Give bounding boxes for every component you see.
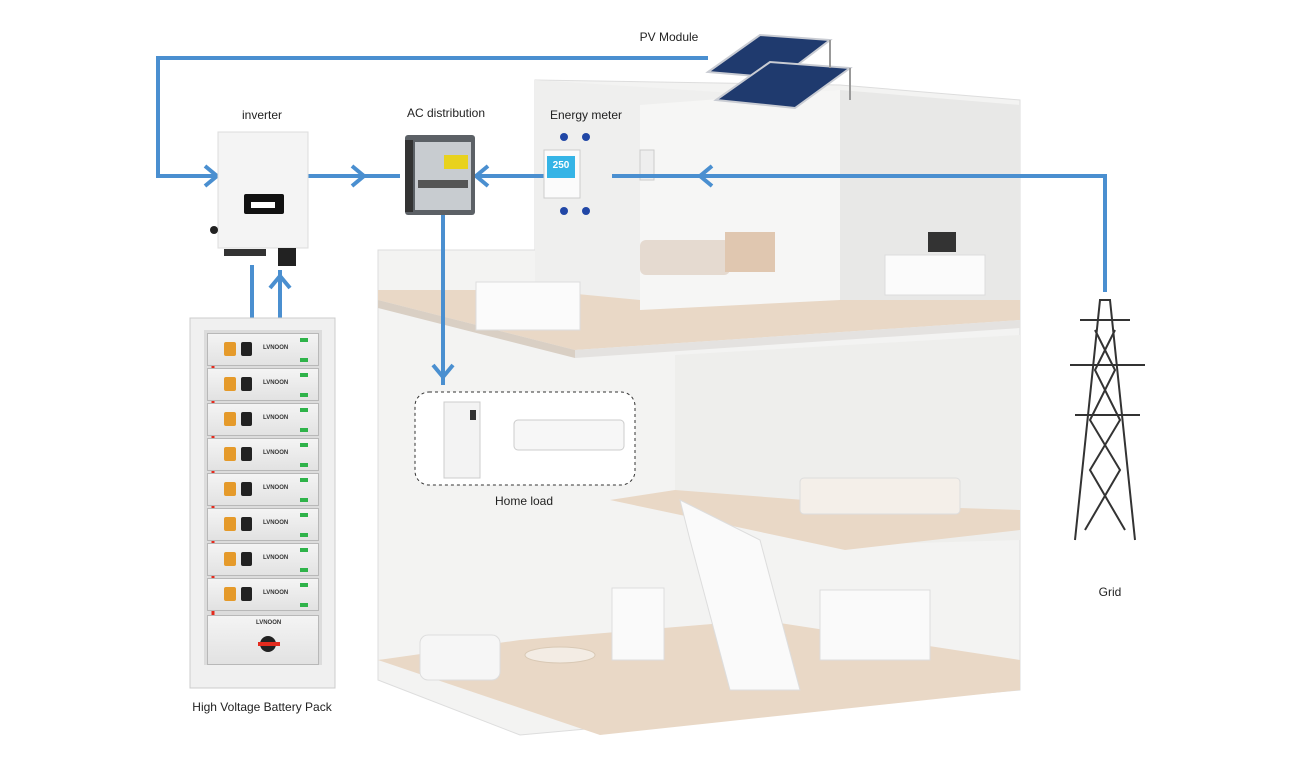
battery-module: LVNOON <box>207 333 319 366</box>
battery-module: LVNOON <box>207 473 319 506</box>
shelf <box>611 587 665 661</box>
arrow-right-icon <box>350 164 368 188</box>
tv-cabinet <box>884 254 986 296</box>
status-led <box>300 408 308 412</box>
middle-floor <box>610 490 1020 550</box>
air-conditioner <box>513 419 625 451</box>
arrow-left-icon <box>472 164 490 188</box>
module-brand: LVNOON <box>263 485 289 491</box>
status-led <box>300 478 308 482</box>
control-module-brand: LVNOON <box>256 620 282 626</box>
armchair <box>419 634 501 681</box>
battery-module: LVNOON <box>207 578 319 611</box>
status-led <box>300 548 308 552</box>
status-led <box>300 393 308 397</box>
bed <box>799 477 961 515</box>
pv-to-inverter-line <box>156 56 708 178</box>
power-flow-lines <box>156 56 1107 385</box>
home-load-label: Home load <box>494 494 554 508</box>
status-led <box>300 498 308 502</box>
positive-terminal <box>224 377 236 391</box>
module-brand: LVNOON <box>263 520 289 526</box>
meter-reading: 250 <box>552 160 570 171</box>
positive-terminal <box>224 587 236 601</box>
inverter-image <box>210 131 309 266</box>
grid-tower-image <box>1070 299 1145 541</box>
negative-terminal <box>241 587 252 601</box>
status-led <box>300 338 308 342</box>
module-brand: LVNOON <box>263 590 289 596</box>
desk <box>725 232 775 272</box>
side-cabinet <box>475 281 581 331</box>
module-brand: LVNOON <box>263 415 289 421</box>
status-led <box>300 463 308 467</box>
tv <box>928 232 956 252</box>
status-led <box>300 443 308 447</box>
battery-module: LVNOON <box>207 438 319 471</box>
negative-terminal <box>241 552 252 566</box>
pv-module-label: PV Module <box>639 30 699 44</box>
energy-meter-image <box>543 133 590 215</box>
module-brand: LVNOON <box>263 555 289 561</box>
arrow-up-icon <box>268 272 292 290</box>
module-brand: LVNOON <box>263 345 289 351</box>
status-led <box>300 513 308 517</box>
status-led <box>300 428 308 432</box>
positive-terminal <box>224 342 236 356</box>
energy-meter-label: Energy meter <box>549 108 623 122</box>
module-brand: LVNOON <box>263 450 289 456</box>
battery-module: LVNOON <box>207 368 319 401</box>
ac-distribution-image <box>405 135 475 215</box>
negative-terminal <box>241 412 252 426</box>
status-led <box>300 358 308 362</box>
negative-terminal <box>241 517 252 531</box>
arrow-down-icon <box>431 363 455 381</box>
coffee-table <box>524 646 596 664</box>
status-led <box>300 603 308 607</box>
battery-module: LVNOON <box>207 508 319 541</box>
battery-module: LVNOON <box>207 403 319 436</box>
module-brand: LVNOON <box>263 380 289 386</box>
negative-terminal <box>241 377 252 391</box>
home-load-box <box>414 391 636 486</box>
staircase <box>679 499 801 691</box>
status-led <box>300 533 308 537</box>
negative-terminal <box>241 482 252 496</box>
positive-terminal <box>224 447 236 461</box>
status-led <box>300 583 308 587</box>
battery-control-module: LVNOON <box>207 615 319 665</box>
positive-terminal <box>224 482 236 496</box>
grid-to-meter-line <box>612 174 1107 292</box>
negative-terminal <box>241 447 252 461</box>
ac-distribution-label: AC distribution <box>406 106 486 120</box>
status-led <box>300 373 308 377</box>
negative-terminal <box>241 342 252 356</box>
ground-desk <box>819 589 931 661</box>
grid-label: Grid <box>1098 585 1122 599</box>
sofa <box>640 240 730 275</box>
house-cutaway <box>377 79 1021 736</box>
pv-module-image <box>705 33 853 110</box>
arrow-left-icon <box>696 164 714 188</box>
positive-terminal <box>224 517 236 531</box>
inverter-label: inverter <box>241 108 283 122</box>
status-led <box>300 568 308 572</box>
arrow-right-icon <box>203 164 221 188</box>
positive-terminal <box>224 412 236 426</box>
battery-module: LVNOON <box>207 543 319 576</box>
battery-pack-label: High Voltage Battery Pack <box>192 700 332 714</box>
positive-terminal <box>224 552 236 566</box>
